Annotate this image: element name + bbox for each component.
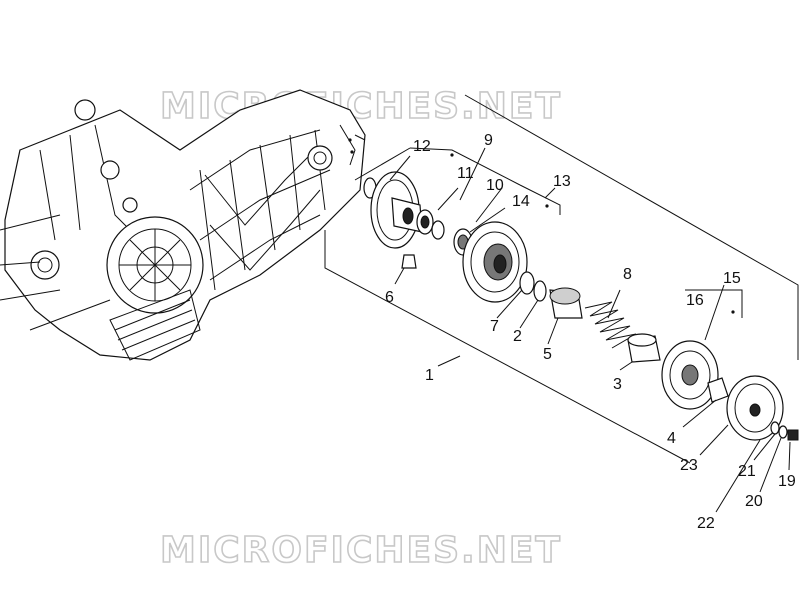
callout-3: 3 bbox=[613, 376, 622, 393]
callout-16: 16 bbox=[686, 292, 704, 309]
callout-labels: 1 2 3 4 5 6 7 8 9 10 11 12 13 14 15 16 1… bbox=[385, 132, 796, 532]
callout-15: 15 bbox=[723, 270, 741, 287]
reference-dots bbox=[348, 138, 735, 314]
callout-8: 8 bbox=[623, 266, 632, 283]
watermark-bottom: MICROFICHES.NET bbox=[160, 530, 562, 571]
callout-19: 19 bbox=[778, 473, 796, 490]
callout-12: 12 bbox=[413, 138, 431, 155]
callout-7: 7 bbox=[490, 318, 499, 335]
callout-1: 1 bbox=[425, 367, 434, 384]
callout-2: 2 bbox=[513, 328, 522, 345]
callout-21: 21 bbox=[738, 463, 756, 480]
leader-lines bbox=[389, 147, 791, 513]
watermark-top: MICROFICHES.NET bbox=[160, 86, 562, 127]
callout-4: 4 bbox=[667, 430, 676, 447]
crankcase-drawing bbox=[0, 89, 366, 361]
callout-22: 22 bbox=[697, 515, 715, 532]
callout-5: 5 bbox=[543, 346, 552, 363]
assembly-bracket-lines bbox=[324, 94, 799, 464]
callout-6: 6 bbox=[385, 289, 394, 306]
callout-13: 13 bbox=[553, 173, 571, 190]
callout-11: 11 bbox=[457, 165, 474, 182]
callout-20: 20 bbox=[745, 493, 763, 510]
callout-9: 9 bbox=[484, 132, 493, 149]
parts-drawing bbox=[363, 171, 799, 441]
callout-23: 23 bbox=[680, 457, 698, 474]
callout-10: 10 bbox=[486, 177, 504, 194]
callout-14: 14 bbox=[512, 193, 530, 210]
